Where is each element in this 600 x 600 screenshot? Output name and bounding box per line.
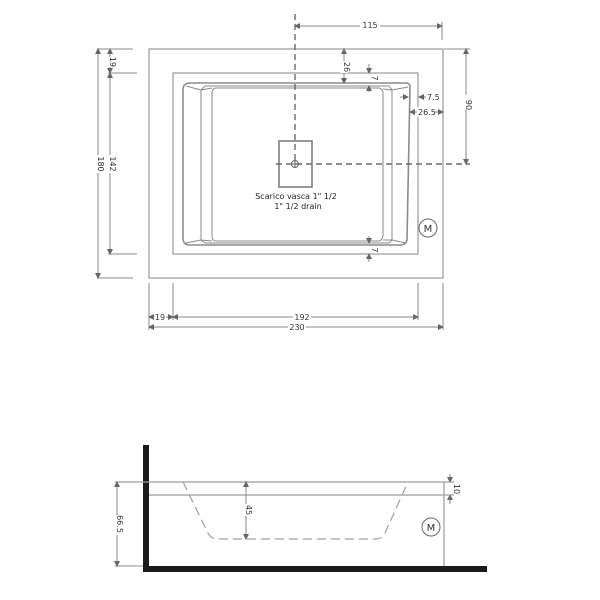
bevel-line: [185, 85, 202, 91]
dim-115: 115: [362, 21, 377, 30]
dim-180: 180: [96, 156, 105, 171]
elevation-view: M 66.5 45 10: [112, 445, 487, 572]
bevel-line: [391, 239, 407, 244]
dim-7-bottom: 7: [370, 247, 379, 252]
dim-19-left: 19: [108, 57, 117, 67]
dim-26: 26: [342, 62, 351, 72]
dim-19-bottom: 19: [155, 313, 165, 322]
motor-symbol-elevation: M: [427, 523, 436, 534]
basin-floor: [211, 87, 384, 242]
floor-line: [143, 566, 487, 572]
bevel-line: [185, 239, 202, 244]
bevel-line: [200, 87, 213, 91]
plan-view: Scarico vasca 1" 1/2 1" 1/2 drain M 115 …: [93, 14, 473, 332]
bevel-line: [200, 239, 213, 242]
dim-230: 230: [289, 323, 304, 332]
dim-66-5: 66.5: [115, 515, 124, 533]
bevel-line: [391, 86, 409, 91]
dim-142: 142: [108, 156, 117, 171]
dim-90: 90: [464, 100, 473, 110]
basin-inner-rim: [200, 85, 393, 244]
drain-label-en: 1" 1/2 drain: [274, 202, 321, 211]
drain-label-it: Scarico vasca 1" 1/2: [255, 192, 337, 201]
basin-hidden-profile: [182, 481, 409, 540]
dim-7-5: 7.5: [427, 93, 440, 102]
dim-192: 192: [294, 313, 309, 322]
dim-7-top: 7: [370, 75, 379, 80]
motor-symbol: M: [424, 224, 433, 235]
bevel-line: [382, 88, 393, 91]
wall-vertical: [143, 445, 149, 572]
dim-10: 10: [452, 484, 461, 494]
motor-icon: [418, 218, 438, 238]
outer-deck-outline: [148, 48, 444, 279]
dim-26-5: 26.5: [418, 108, 436, 117]
dim-45: 45: [244, 505, 253, 515]
basin-rim: [182, 82, 411, 246]
motor-icon-elevation: [421, 517, 441, 537]
